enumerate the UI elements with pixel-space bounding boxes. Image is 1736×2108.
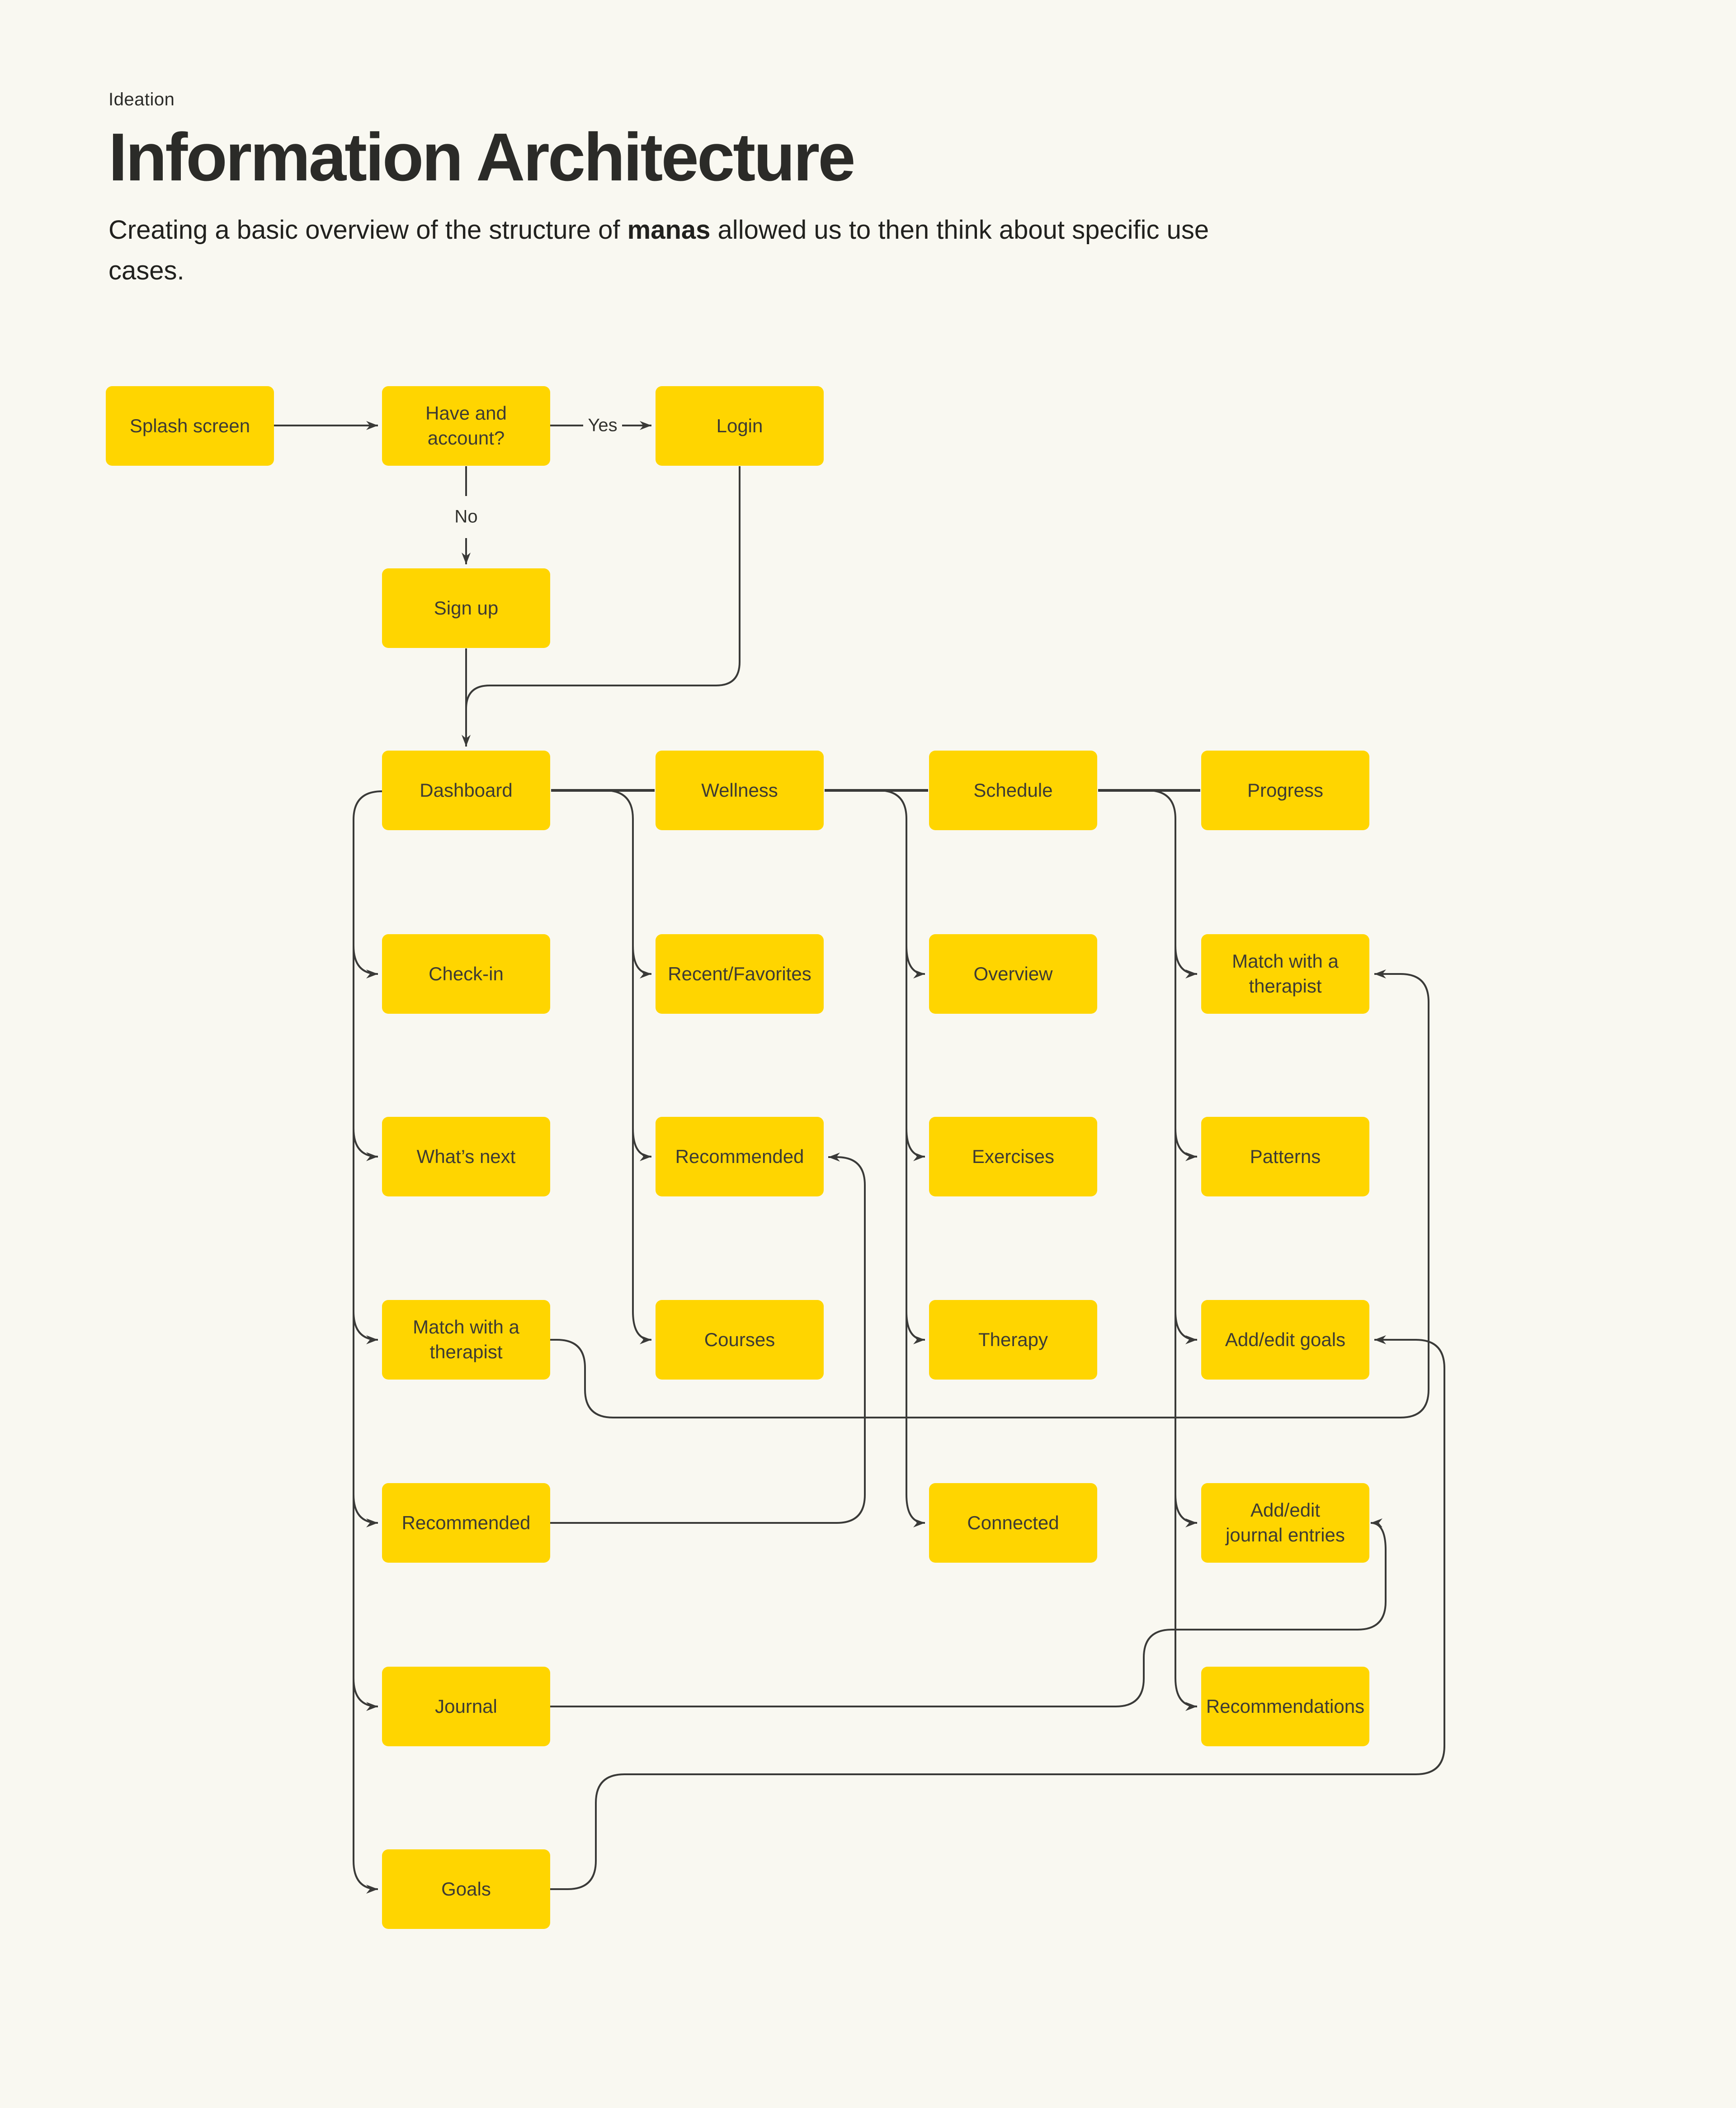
node-recent-favorites: Recent/Favorites: [656, 934, 824, 1014]
node-journal: Journal: [382, 1667, 550, 1746]
node-match-with-therapist-progress: Match with a therapist: [1201, 934, 1369, 1014]
node-schedule: Schedule: [929, 751, 1097, 830]
node-splash-screen: Splash screen: [106, 386, 274, 466]
eyebrow-label: Ideation: [108, 90, 175, 109]
edge-dashboard-to-whats-next: [353, 1128, 378, 1161]
node-add-edit-journal-entries: Add/edit journal entries: [1201, 1483, 1369, 1563]
edge-schedule-to-therapy: [906, 1311, 925, 1344]
edge-dashboard-to-recommended: [353, 1494, 378, 1527]
node-have-an-account: Have and account?: [382, 386, 550, 466]
edge-wellness-to-recommended: [632, 1128, 652, 1161]
node-progress: Progress: [1201, 751, 1369, 830]
page-subtitle: Creating a basic overview of the structu…: [108, 210, 1212, 291]
node-add-edit-goals: Add/edit goals: [1201, 1300, 1369, 1380]
node-login: Login: [656, 386, 824, 466]
edge-schedule-to-exercises: [906, 1128, 925, 1161]
node-sign-up: Sign up: [382, 568, 550, 648]
node-dashboard: Dashboard: [382, 751, 550, 830]
node-match-with-therapist-dashboard: Match with a therapist: [382, 1300, 550, 1380]
node-therapy: Therapy: [929, 1300, 1097, 1380]
page-title: Information Architecture: [108, 119, 856, 195]
page-header: Ideation Information Architecture Creati…: [108, 90, 1329, 291]
node-connected: Connected: [929, 1483, 1097, 1563]
edge-progress-to-patterns: [1175, 1128, 1198, 1161]
edge-goals-to-add-edit-goals: [550, 1335, 1445, 1890]
node-patterns: Patterns: [1201, 1117, 1369, 1196]
edge-dashboard-to-checkin: [353, 945, 378, 978]
edge-login-to-dashboard: [465, 466, 741, 709]
edge-dashboard-to-journal: [353, 1678, 378, 1711]
node-check-in: Check-in: [382, 934, 550, 1014]
edge-wellness-to-recent-favorites: [632, 945, 652, 978]
subtitle-prefix: Creating a basic overview of the structu…: [108, 215, 627, 245]
node-goals: Goals: [382, 1849, 550, 1929]
node-wellness: Wellness: [656, 751, 824, 830]
node-exercises: Exercises: [929, 1117, 1097, 1196]
node-whats-next: What’s next: [382, 1117, 550, 1196]
node-recommended-dashboard: Recommended: [382, 1483, 550, 1563]
edge-dashboard-trunk: [353, 790, 382, 1894]
edge-progress-to-add-edit-goals: [1175, 1311, 1198, 1344]
edge-progress-trunk: [1147, 789, 1198, 1711]
edge-label-no: No: [451, 506, 481, 527]
node-recommended-wellness: Recommended: [656, 1117, 824, 1196]
node-recommendations: Recommendations: [1201, 1667, 1369, 1746]
node-courses: Courses: [656, 1300, 824, 1380]
edge-dashboard-to-match-therapist: [353, 1311, 378, 1344]
edge-progress-to-match-therapist: [1175, 945, 1198, 978]
edge-match-dash-to-match-progress: [550, 969, 1429, 1418]
edge-schedule-trunk: [878, 789, 925, 1527]
edge-wellness-trunk: [604, 789, 652, 1344]
subtitle-suffix: allowed us to then think about specific …: [108, 215, 1209, 285]
edge-recommended-dash-to-recommended-wellness: [550, 1153, 866, 1524]
brand-name: manas: [627, 215, 711, 245]
edge-progress-to-add-edit-journal: [1175, 1494, 1198, 1527]
edge-journal-to-add-edit-journal: [550, 1518, 1387, 1707]
edge-label-yes: Yes: [584, 415, 621, 436]
edge-schedule-to-overview: [906, 945, 925, 978]
node-overview: Overview: [929, 934, 1097, 1014]
